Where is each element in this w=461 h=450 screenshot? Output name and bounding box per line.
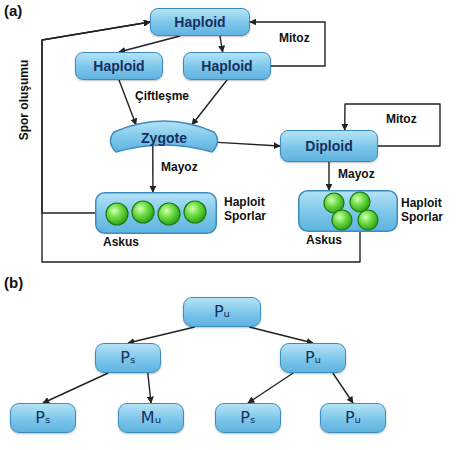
- spore-label: Haploit Sporlar: [401, 196, 453, 224]
- process-label: Mayoz: [337, 167, 376, 181]
- diploid-box: Diploid: [280, 130, 378, 162]
- haploid-box: Haploid: [75, 52, 163, 80]
- arrow-connector: [152, 146, 153, 193]
- haploid-box: Haploid: [183, 52, 271, 80]
- node-text: Mᵤ: [141, 409, 161, 427]
- node-text: Haploid: [174, 14, 225, 30]
- arrow-connector: [220, 36, 223, 52]
- ascus-box: Askus: [95, 192, 217, 234]
- spore: [332, 210, 352, 230]
- arrow-connector: [42, 22, 150, 213]
- spore-label: Haploit Sporlar: [224, 195, 276, 223]
- node-text: Pᵤ: [305, 349, 321, 367]
- genotype-box: Pᵤ: [320, 403, 386, 433]
- arrow-connector: [328, 162, 329, 190]
- node-text: Pₛ: [35, 409, 51, 427]
- arrow-connector: [333, 373, 353, 403]
- genotype-box: Pₛ: [215, 403, 281, 433]
- arrow-connector: [248, 373, 293, 403]
- ascus-body: [96, 193, 217, 234]
- process-label: Mayoz: [160, 160, 199, 174]
- panel-letter: (a): [4, 2, 22, 19]
- haploid-box: Haploid: [150, 8, 250, 36]
- ascus-body: [299, 191, 398, 232]
- spore: [184, 201, 206, 223]
- zygote-body: [110, 121, 217, 152]
- panel-letter: (b): [4, 274, 23, 291]
- node-text: Pᵤ: [345, 409, 361, 427]
- ascus-outline: [95, 192, 217, 234]
- node-text: Haploid: [93, 58, 144, 74]
- arrow-connector: [43, 373, 108, 403]
- spore: [132, 201, 154, 223]
- ascus-box: Askus: [298, 190, 398, 232]
- spore: [358, 210, 378, 230]
- arrow-connector: [119, 36, 180, 52]
- process-label: Mitoz: [278, 31, 311, 45]
- node-text: Diploid: [305, 138, 352, 154]
- spore: [158, 203, 180, 225]
- spore: [350, 192, 370, 212]
- arrow-connector: [249, 327, 313, 343]
- node-text: Pₛ: [240, 409, 256, 427]
- arrow-connector: [192, 80, 227, 125]
- arrow-connector: [119, 80, 136, 125]
- zygote-shape: Zygote: [108, 116, 220, 160]
- ascus-label: Askus: [103, 235, 139, 249]
- node-text: Haploid: [201, 58, 252, 74]
- process-label: Mitoz: [385, 112, 418, 126]
- genotype-box: Mᵤ: [118, 403, 184, 433]
- arrow-connector: [148, 373, 151, 403]
- genotype-box: Pᵤ: [183, 297, 261, 327]
- spore: [106, 203, 128, 225]
- genotype-box: Pₛ: [10, 403, 76, 433]
- ascus-outline: [298, 190, 398, 232]
- node-text: Pᵤ: [214, 303, 230, 321]
- arrow-connector: [218, 142, 280, 146]
- process-label: Çiftleşme: [135, 89, 189, 103]
- node-text: Zygote: [141, 130, 187, 146]
- node-text: Pₛ: [120, 349, 136, 367]
- genotype-box: Pₛ: [95, 343, 161, 373]
- process-label: Spor oluşumu: [17, 60, 31, 141]
- genotype-box: Pᵤ: [280, 343, 346, 373]
- arrow-connector: [128, 327, 195, 343]
- ascus-label: Askus: [306, 233, 342, 247]
